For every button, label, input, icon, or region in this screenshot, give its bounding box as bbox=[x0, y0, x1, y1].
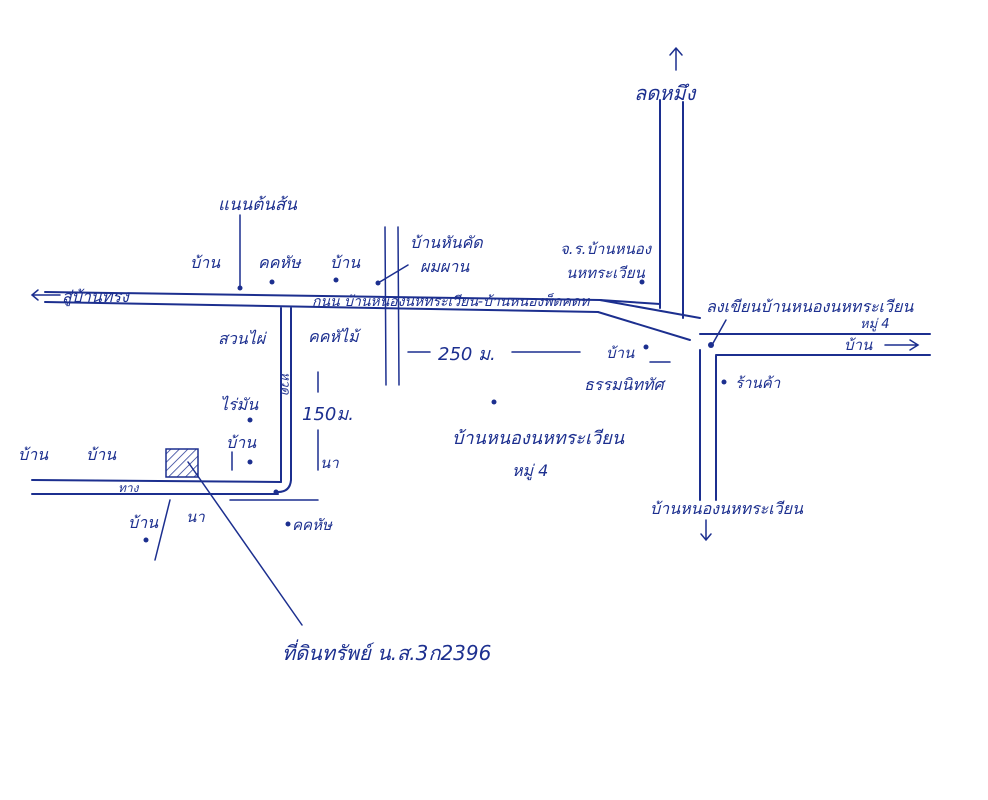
house-dot-2 bbox=[269, 279, 275, 285]
label-house-4: บ้าน bbox=[18, 445, 49, 464]
label-house-2: บ้าน bbox=[330, 253, 361, 272]
label-house-dharma: บ้าน bbox=[606, 344, 635, 362]
house-dot-6 bbox=[273, 489, 279, 495]
label-bamboo: สวนไผ่ bbox=[218, 329, 267, 348]
label-school: จ.ร.บ้านหนอง bbox=[560, 240, 653, 258]
label-rice-field-2: นา bbox=[186, 508, 205, 526]
label-distance-250: 250 ม. bbox=[438, 344, 496, 365]
label-house-3: บ้าน bbox=[226, 433, 257, 452]
label-dharma: ธรรมนิททัศ bbox=[584, 375, 667, 394]
farm-dot bbox=[247, 417, 253, 423]
label-canal: คคหัไม้ bbox=[308, 327, 362, 346]
label-house-1: บ้าน bbox=[190, 253, 221, 272]
label-to-village: บ้าน bbox=[844, 336, 873, 354]
label-ridge: แนนต้นส้น bbox=[218, 195, 297, 215]
village-dot bbox=[491, 399, 497, 405]
label-main-road: กนน บ้านหนองนหทระเวียน-บ้านหนองพ็ดคดท bbox=[312, 293, 591, 310]
label-farm-1: ไร่มัน bbox=[220, 395, 259, 414]
label-house-chief: บ้านหันคัด bbox=[410, 233, 484, 252]
house-dot-3 bbox=[333, 277, 339, 283]
label-village-center: บ้านหนองนหทระเวียน bbox=[452, 428, 625, 449]
label-lane: ทาง bbox=[118, 481, 140, 495]
label-pond-2: คคหัษ bbox=[292, 516, 333, 534]
label-school-2: นหทระเวียน bbox=[566, 264, 645, 282]
dharma-dot bbox=[643, 344, 649, 350]
label-rice-field-1: นา bbox=[320, 454, 339, 472]
label-left-road: สู่บ้านทรง bbox=[62, 287, 130, 307]
label-distance-150: 150ม. bbox=[302, 404, 354, 425]
label-chief-name: ผมผาน bbox=[420, 257, 470, 276]
east-arrow-icon bbox=[884, 339, 920, 351]
canal-line-2 bbox=[397, 226, 400, 386]
label-moo-right: หมู่ 4 bbox=[860, 317, 890, 332]
label-north-top: ลดหมึง bbox=[634, 81, 697, 105]
lane-top bbox=[31, 479, 282, 483]
label-village-moo: หมู่ 4 bbox=[512, 461, 548, 481]
south-arrow-icon bbox=[700, 519, 712, 542]
house-dot-7 bbox=[143, 537, 149, 543]
label-house-6: บ้าน bbox=[128, 513, 159, 532]
plot-pointer bbox=[187, 461, 303, 626]
side-road-right bbox=[277, 307, 292, 493]
temple-pointer bbox=[711, 319, 727, 346]
label-river-vert: หวด bbox=[279, 372, 293, 396]
house-dot-4 bbox=[375, 280, 381, 286]
lower-tick bbox=[154, 499, 171, 561]
temple-dot bbox=[708, 342, 714, 348]
canal-line-1 bbox=[384, 226, 387, 386]
label-plot-caption: ที่ดินทรัพย์ น.ส.3ก2396 bbox=[282, 639, 491, 665]
label-south-road: บ้านหนองนหทระเวียน bbox=[650, 499, 804, 518]
north-arrow-icon bbox=[669, 46, 683, 71]
school-dot bbox=[639, 279, 645, 285]
main-road-bottom-edge bbox=[44, 301, 599, 313]
label-pond-1: คคหัษ bbox=[258, 253, 302, 272]
land-plot[interactable] bbox=[165, 448, 199, 478]
diagonal-road-bottom bbox=[597, 311, 691, 341]
label-house-5: บ้าน bbox=[86, 445, 117, 464]
chief-pointer bbox=[377, 264, 409, 284]
house-dot-5 bbox=[247, 459, 253, 465]
label-temple: ลงเขียนบ้านหนองนหทระเวียน bbox=[706, 297, 914, 316]
shop-dot bbox=[721, 379, 727, 385]
house-dot-1 bbox=[237, 285, 243, 291]
label-village-shop: ร้านค้า bbox=[735, 374, 781, 392]
pond-dot bbox=[285, 521, 291, 527]
west-arrow-icon bbox=[30, 289, 61, 301]
